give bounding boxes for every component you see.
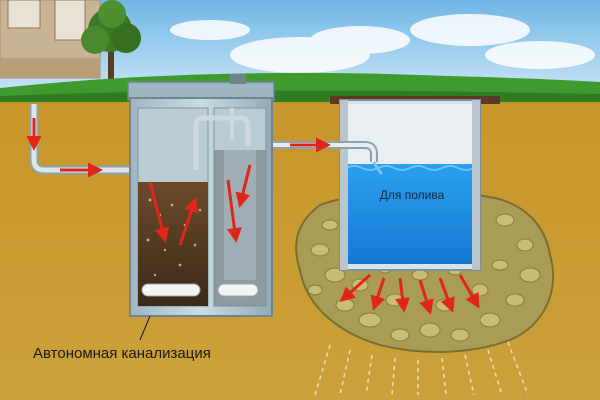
flow-arrows [26, 118, 480, 315]
water-label: Для полива [379, 188, 445, 202]
diagram-caption: Автономная канализация [33, 345, 211, 362]
arrow-drain-3 [395, 277, 410, 313]
outlet-pipe [268, 141, 384, 176]
arrow-tank-3 [226, 179, 242, 243]
arrow-drain-4 [418, 279, 434, 315]
water-level [346, 164, 474, 264]
arrow-drain-2 [370, 277, 386, 311]
inlet-pipe [29, 104, 135, 175]
arrow-tank-4 [235, 164, 252, 208]
septic-tank [127, 74, 275, 317]
clouds [170, 14, 595, 73]
arrow-tank-2 [178, 197, 199, 246]
arrow-drain-6 [458, 274, 480, 309]
storage-well [330, 96, 500, 271]
seepage-lines [314, 341, 529, 396]
caption-leader-line [139, 315, 151, 341]
arrow-drain-1 [339, 273, 371, 302]
arrow-drain-5 [438, 277, 455, 313]
arrow-tank-1 [148, 181, 170, 243]
tree [81, 0, 141, 83]
